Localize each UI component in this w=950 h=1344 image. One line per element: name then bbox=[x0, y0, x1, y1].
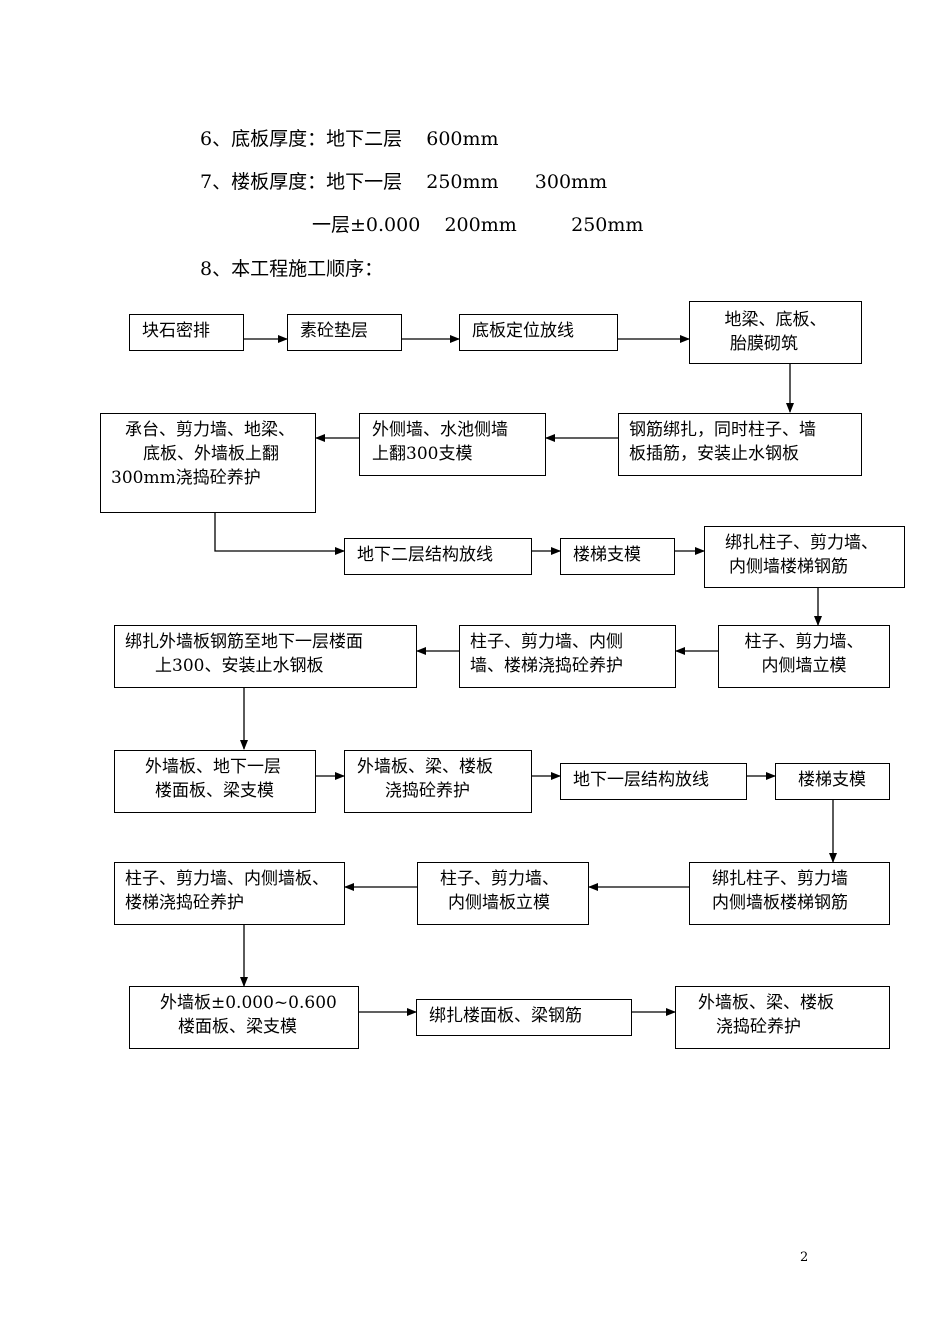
step-label: 楼面板、梁支模 bbox=[178, 1017, 297, 1037]
step-label: 楼梯支模 bbox=[798, 770, 866, 790]
step-label: 底板、外墙板上翻 bbox=[143, 444, 279, 464]
item7-line: 7、楼板厚度：地下一层 250mm 300mm bbox=[200, 171, 608, 193]
step-label: 外墙板、梁、楼板 bbox=[357, 757, 493, 777]
flow-step-13: 绑扎外墙板钢筋至地下一层楼面 上300、安装止水钢板 bbox=[114, 625, 417, 688]
flow-step-19: 柱子、剪力墙、 内侧墙板立模 bbox=[417, 862, 589, 925]
flow-step-7: 承台、剪力墙、地梁、 底板、外墙板上翻 300mm浇捣砼养护 bbox=[100, 413, 316, 513]
flow-step-6: 外侧墙、水池侧墙 上翻300支模 bbox=[359, 413, 546, 476]
step-label: 墙、楼梯浇捣砼养护 bbox=[470, 656, 623, 676]
step-label: 浇捣砼养护 bbox=[385, 781, 470, 801]
step-label: 胎膜砌筑 bbox=[730, 334, 798, 354]
step-label: 绑扎外墙板钢筋至地下一层楼面 bbox=[125, 632, 363, 652]
flow-step-17: 楼梯支模 bbox=[775, 763, 890, 800]
step-label: 外墙板、梁、楼板 bbox=[698, 993, 834, 1013]
page-number: 2 bbox=[800, 1250, 809, 1265]
flow-step-18: 绑扎柱子、剪力墙 内侧墙板楼梯钢筋 bbox=[689, 862, 890, 925]
step-label: 楼梯浇捣砼养护 bbox=[125, 893, 244, 913]
step-label: 承台、剪力墙、地梁、 bbox=[125, 420, 295, 440]
step-label: 楼梯支模 bbox=[573, 545, 641, 565]
flow-step-5: 钢筋绑扎，同时柱子、墙 板插筋，安装止水钢板 bbox=[618, 413, 862, 476]
flow-step-1: 块石密排 bbox=[129, 314, 244, 351]
step-label: 素砼垫层 bbox=[300, 321, 368, 341]
step-label: 柱子、剪力墙、 bbox=[440, 869, 559, 889]
step-label: 外墙板±0.000~0.600 bbox=[160, 993, 337, 1013]
step-label: 柱子、剪力墙、 bbox=[744, 632, 864, 652]
flow-step-9: 楼梯支模 bbox=[560, 538, 675, 575]
item7-continuation-line: 一层±0.000 200mm 250mm bbox=[312, 214, 644, 236]
flow-step-16: 地下一层结构放线 bbox=[560, 763, 747, 800]
step-label: 绑扎柱子、剪力墙、 bbox=[725, 533, 878, 553]
step-label: 楼面板、梁支模 bbox=[155, 781, 274, 801]
step-label: 柱子、剪力墙、内侧 bbox=[470, 632, 623, 652]
step-label: 板插筋，安装止水钢板 bbox=[629, 444, 799, 464]
step-label: 内侧墙楼梯钢筋 bbox=[729, 557, 848, 577]
item6-line: 6、底板厚度：地下二层 600mm bbox=[200, 128, 499, 150]
step-label: 上300、安装止水钢板 bbox=[155, 656, 324, 676]
arrow-b7-b8 bbox=[214, 513, 345, 555]
step-label: 钢筋绑扎，同时柱子、墙 bbox=[629, 420, 816, 440]
flow-step-2: 素砼垫层 bbox=[287, 314, 402, 351]
step-label: 地下二层结构放线 bbox=[357, 545, 493, 565]
step-label: 内侧墙立模 bbox=[761, 656, 847, 676]
flow-step-15: 外墙板、梁、楼板 浇捣砼养护 bbox=[344, 750, 532, 813]
flow-step-22: 绑扎楼面板、梁钢筋 bbox=[416, 999, 632, 1036]
step-label: 绑扎柱子、剪力墙 bbox=[712, 869, 848, 889]
flow-step-14: 外墙板、地下一层 楼面板、梁支模 bbox=[114, 750, 316, 813]
step-label: 上翻300支模 bbox=[372, 444, 473, 464]
step-label: 底板定位放线 bbox=[472, 321, 574, 341]
step-label: 内侧墙板立模 bbox=[448, 893, 550, 913]
flow-step-11: 柱子、剪力墙、 内侧墙立模 bbox=[718, 625, 890, 688]
step-label: 柱子、剪力墙、内侧墙板、 bbox=[125, 869, 329, 889]
flow-step-10: 绑扎柱子、剪力墙、 内侧墙楼梯钢筋 bbox=[704, 526, 905, 588]
flow-step-3: 底板定位放线 bbox=[459, 314, 618, 351]
step-label: 内侧墙板楼梯钢筋 bbox=[712, 893, 848, 913]
flow-step-21: 外墙板±0.000~0.600 楼面板、梁支模 bbox=[129, 986, 359, 1049]
step-label: 300mm浇捣砼养护 bbox=[111, 468, 261, 488]
flow-step-4: 地梁、底板、 胎膜砌筑 bbox=[689, 301, 862, 364]
step-label: 浇捣砼养护 bbox=[716, 1017, 801, 1037]
step-label: 块石密排 bbox=[142, 321, 210, 341]
flow-step-8: 地下二层结构放线 bbox=[344, 538, 532, 575]
item8-heading: 8、本工程施工顺序： bbox=[200, 258, 384, 280]
step-label: 绑扎楼面板、梁钢筋 bbox=[429, 1006, 582, 1026]
step-label: 外侧墙、水池侧墙 bbox=[372, 420, 508, 440]
step-label: 外墙板、地下一层 bbox=[145, 757, 281, 777]
flow-step-23: 外墙板、梁、楼板 浇捣砼养护 bbox=[675, 986, 890, 1049]
flow-step-12: 柱子、剪力墙、内侧 墙、楼梯浇捣砼养护 bbox=[459, 625, 676, 688]
step-label: 地梁、底板、 bbox=[724, 310, 827, 330]
flow-step-20: 柱子、剪力墙、内侧墙板、 楼梯浇捣砼养护 bbox=[114, 862, 345, 925]
step-label: 地下一层结构放线 bbox=[573, 770, 709, 790]
